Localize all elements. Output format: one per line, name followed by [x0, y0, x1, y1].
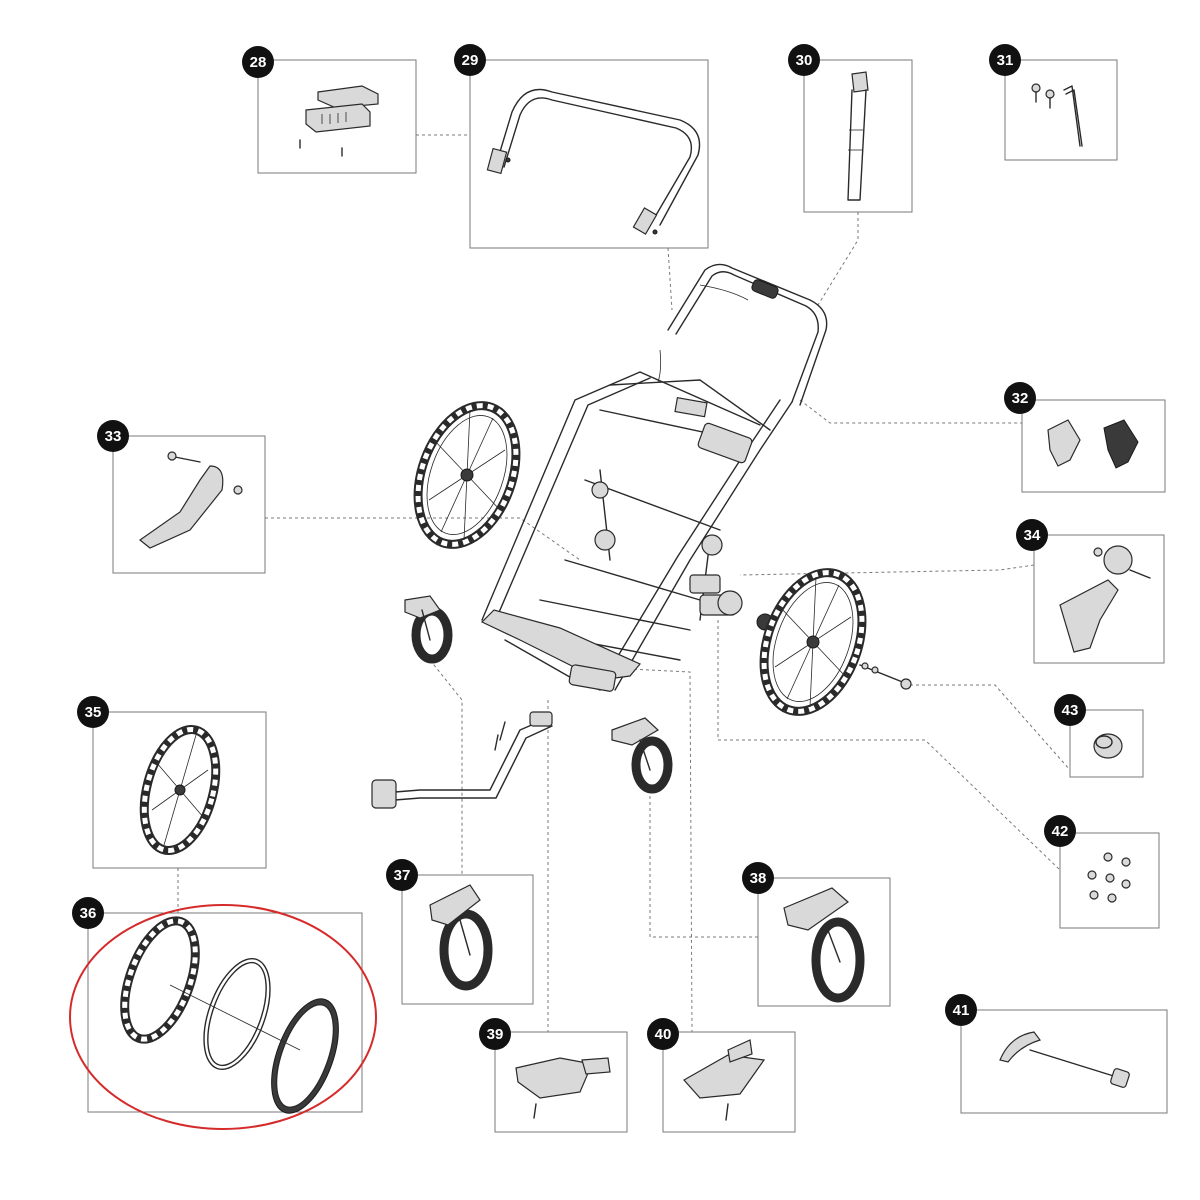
svg-text:37: 37	[394, 867, 411, 884]
callout-39	[494, 1031, 628, 1133]
badge-39: 39	[479, 1018, 511, 1050]
badge-42: 42	[1044, 815, 1076, 847]
callout-28	[257, 59, 417, 174]
callout-41	[960, 1009, 1168, 1114]
badge-28: 28	[242, 46, 274, 78]
badge-35: 35	[77, 696, 109, 728]
svg-text:41: 41	[953, 1002, 970, 1019]
callout-29	[469, 59, 709, 249]
front-wheel-center	[611, 717, 673, 794]
callout-badges: 28 29 30 31 32 33 34 35 36 37 38 39 40 4…	[72, 44, 1086, 1050]
callout-30	[803, 59, 913, 213]
svg-text:42: 42	[1052, 823, 1069, 840]
badge-37: 37	[386, 859, 418, 891]
badge-32: 32	[1004, 382, 1036, 414]
svg-text:35: 35	[85, 704, 102, 721]
badge-30: 30	[788, 44, 820, 76]
leader-lines	[177, 134, 1071, 1033]
callout-37	[401, 874, 534, 1005]
svg-text:34: 34	[1024, 527, 1041, 544]
svg-text:33: 33	[105, 428, 122, 445]
svg-text:36: 36	[80, 905, 97, 922]
svg-text:29: 29	[462, 52, 479, 69]
callout-42	[1059, 832, 1160, 929]
right-rear-wheel	[759, 568, 912, 716]
svg-text:30: 30	[796, 52, 813, 69]
callout-38	[757, 877, 891, 1007]
badge-36: 36	[72, 897, 104, 929]
badge-29: 29	[454, 44, 486, 76]
callout-34	[1033, 534, 1165, 664]
badge-31: 31	[989, 44, 1021, 76]
highlight-ring-36	[69, 904, 377, 1130]
callout-32	[1021, 399, 1166, 493]
stroller-frame-assembly	[480, 263, 828, 692]
svg-text:38: 38	[750, 870, 767, 887]
svg-text:32: 32	[1012, 390, 1029, 407]
svg-text:28: 28	[250, 54, 267, 71]
badge-38: 38	[742, 862, 774, 894]
callout-40	[662, 1031, 796, 1133]
callout-31	[1004, 59, 1118, 161]
callout-43	[1069, 709, 1144, 778]
svg-text:39: 39	[487, 1026, 504, 1043]
callout-36	[87, 912, 363, 1114]
badge-43: 43	[1054, 694, 1086, 726]
badge-34: 34	[1016, 519, 1048, 551]
badge-33: 33	[97, 420, 129, 452]
svg-text:43: 43	[1062, 702, 1079, 719]
tow-arm	[371, 711, 553, 809]
badge-41: 41	[945, 994, 977, 1026]
left-rear-wheel	[413, 401, 521, 549]
callout-33	[112, 435, 266, 574]
svg-text:40: 40	[655, 1026, 672, 1043]
callout-35	[92, 711, 267, 869]
front-wheel-left	[404, 595, 453, 664]
svg-text:31: 31	[997, 52, 1014, 69]
badge-40: 40	[647, 1018, 679, 1050]
